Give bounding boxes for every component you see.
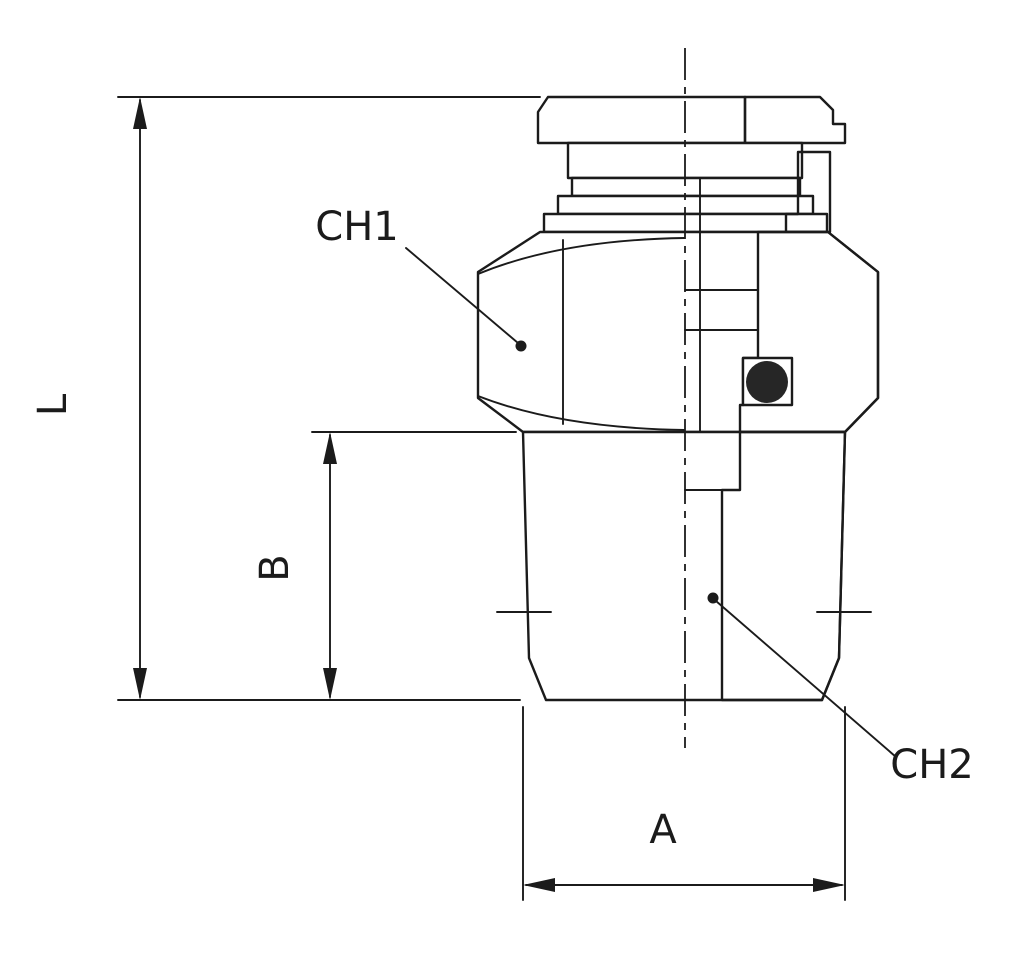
dimension-a: A xyxy=(522,706,846,901)
label-thread-length: B xyxy=(252,554,298,581)
label-hex-lower: CH2 xyxy=(890,742,973,788)
hex-chamfer-bottom xyxy=(477,395,685,431)
cap-crosshatch xyxy=(743,95,847,145)
flange-outline xyxy=(536,95,747,145)
label-hex-upper: CH1 xyxy=(315,204,398,250)
dimension-b: B xyxy=(252,431,517,700)
leader-dot xyxy=(707,592,719,604)
o-ring xyxy=(746,361,788,403)
arrowhead-down xyxy=(133,668,147,700)
thread-outline xyxy=(521,430,847,702)
collet-step-1 xyxy=(570,176,802,198)
arrowhead-right xyxy=(813,878,845,892)
leader-ch2: CH2 xyxy=(707,592,974,788)
thread-section xyxy=(496,430,872,702)
leader-line xyxy=(405,247,519,344)
hex-outline xyxy=(476,230,880,434)
label-overall-length: L xyxy=(30,393,76,416)
release-collar xyxy=(536,95,847,234)
leader-dot xyxy=(515,340,527,352)
arrowhead-down xyxy=(323,668,337,700)
dimension-l: L xyxy=(30,96,541,701)
leader-ch1: CH1 xyxy=(315,204,527,352)
arrowhead-left xyxy=(523,878,555,892)
arrowhead-up xyxy=(133,97,147,129)
arrowhead-up xyxy=(323,432,337,464)
label-across-flats: A xyxy=(649,807,677,853)
thread-section-hatch xyxy=(720,430,847,702)
leader-line xyxy=(715,600,897,758)
hex-chamfer-top xyxy=(477,237,685,275)
